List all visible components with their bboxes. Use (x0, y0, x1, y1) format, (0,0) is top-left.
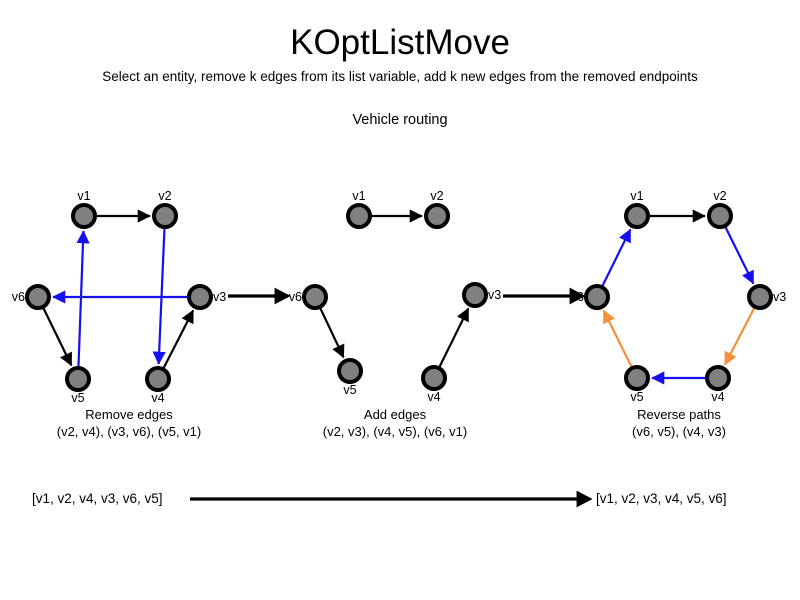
node-circle (707, 203, 733, 229)
node-panel-add-v2[interactable]: v2 (424, 189, 450, 229)
edge-v6-v1 (600, 228, 632, 288)
node-circle (747, 284, 773, 310)
node-panel-add-v1[interactable]: v1 (346, 189, 372, 229)
list-after: [v1, v2, v3, v4, v5, v6] (596, 491, 727, 506)
page-subtitle: Select an entity, remove k edges from it… (102, 69, 698, 84)
node-circle (65, 366, 91, 392)
edge-v6-v5 (41, 306, 73, 367)
list-before: [v1, v2, v4, v3, v6, v5] (32, 491, 163, 506)
node-panel-reverse-v5[interactable]: v5 (624, 365, 650, 404)
node-label: v5 (71, 391, 84, 405)
node-circle (424, 203, 450, 229)
nodes-layer: v1 v2 v3 v4 v5 v6 v1 v2 v3 v4 v5 v6 v1 v2 v3 v4 v5 v6 (12, 189, 786, 405)
node-circle (462, 282, 488, 308)
edge-v4-v3 (437, 307, 470, 369)
node-circle (187, 284, 213, 310)
node-panel-remove-v1[interactable]: v1 (71, 189, 97, 229)
node-circle (145, 366, 171, 392)
node-label: v3 (773, 290, 786, 304)
node-panel-remove-v4[interactable]: v4 (145, 366, 171, 405)
caption-remove-title: Remove edges (85, 407, 173, 422)
node-label: v2 (158, 189, 171, 203)
edge-v6-v5 (318, 306, 345, 359)
node-label: v1 (77, 189, 90, 203)
node-label: v6 (571, 290, 584, 304)
edge-v2-v4 (152, 226, 166, 365)
node-circle (152, 203, 178, 229)
node-circle (337, 358, 363, 384)
node-panel-add-v3[interactable]: v3 (462, 282, 501, 308)
node-panel-remove-v6[interactable]: v6 (12, 284, 51, 310)
node-label: v6 (289, 290, 302, 304)
caption-add-edges: Add edges (v2, v3), (v4, v5), (v6, v1) (265, 406, 525, 440)
caption-reverse-title: Reverse paths (637, 407, 721, 422)
node-circle (584, 284, 610, 310)
node-panel-reverse-v1[interactable]: v1 (624, 189, 650, 229)
caption-add-title: Add edges (363, 407, 427, 422)
caption-remove-edges: Remove edges (v2, v4), (v3, v6), (v5, v1… (0, 406, 259, 440)
node-circle (25, 284, 51, 310)
edge-v5-v6 (602, 309, 634, 369)
node-label: v1 (352, 189, 365, 203)
node-panel-reverse-v6[interactable]: v6 (571, 284, 610, 310)
node-circle (302, 284, 328, 310)
node-label: v3 (488, 288, 501, 302)
node-panel-remove-v5[interactable]: v5 (65, 366, 91, 405)
node-circle (705, 365, 731, 391)
edge-v3-v4 (723, 306, 756, 366)
node-panel-add-v6[interactable]: v6 (289, 284, 328, 310)
caption-reverse-paths: Reverse paths (v6, v5), (v4, v3) (549, 406, 800, 440)
node-panel-add-v4[interactable]: v4 (421, 365, 447, 404)
node-panel-add-v5[interactable]: v5 (337, 358, 363, 397)
node-label: v3 (213, 290, 226, 304)
edge-v5-v1 (76, 230, 90, 369)
node-circle (71, 203, 97, 229)
node-label: v2 (713, 189, 726, 203)
node-label: v6 (12, 290, 25, 304)
edge-v4-v3 (162, 309, 195, 370)
edges-layer (41, 209, 756, 385)
caption-remove-detail: (v2, v4), (v3, v6), (v5, v1) (56, 424, 202, 439)
node-panel-reverse-v4[interactable]: v4 (705, 365, 731, 404)
node-label: v5 (630, 390, 643, 404)
node-circle (624, 203, 650, 229)
node-panel-reverse-v3[interactable]: v3 (747, 284, 786, 310)
node-label: v5 (343, 383, 356, 397)
node-circle (346, 203, 372, 229)
node-label: v4 (711, 390, 724, 404)
node-label: v2 (430, 189, 443, 203)
node-panel-remove-v3[interactable]: v3 (187, 284, 226, 310)
node-label: v4 (151, 391, 164, 405)
node-circle (624, 365, 650, 391)
node-circle (421, 365, 447, 391)
node-label: v4 (427, 390, 440, 404)
caption-add-detail: (v2, v3), (v4, v5), (v6, v1) (322, 424, 468, 439)
page-title: KOptListMove (290, 23, 510, 62)
node-label: v1 (630, 189, 643, 203)
node-panel-reverse-v2[interactable]: v2 (707, 189, 733, 229)
edge-v2-v3 (723, 225, 755, 285)
node-panel-remove-v2[interactable]: v2 (152, 189, 178, 229)
caption-reverse-detail: (v6, v5), (v4, v3) (632, 424, 726, 439)
section-label: Vehicle routing (352, 112, 448, 128)
